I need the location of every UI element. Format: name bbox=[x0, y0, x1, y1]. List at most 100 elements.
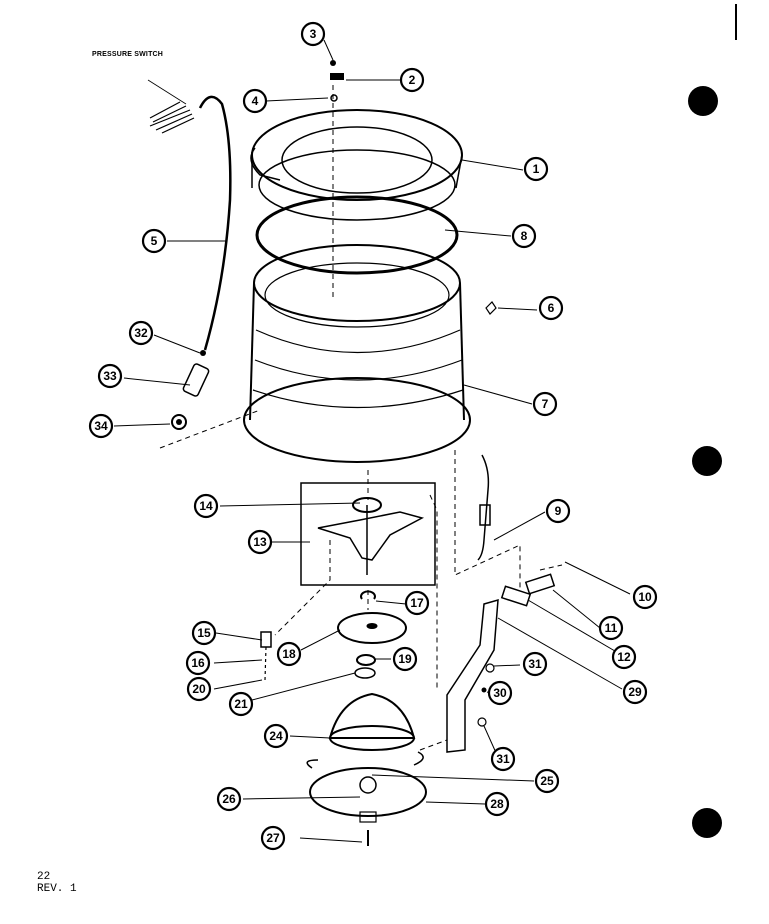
washer bbox=[356, 654, 376, 666]
pressure-switch-icon bbox=[147, 79, 195, 134]
callout-number: 13 bbox=[253, 535, 267, 549]
callout-6: 6 bbox=[538, 295, 564, 321]
callout-14: 14 bbox=[193, 493, 219, 519]
callout-number: 29 bbox=[628, 685, 642, 699]
callout-number: 27 bbox=[266, 831, 280, 845]
callout-17: 17 bbox=[404, 590, 430, 616]
clip-bracket bbox=[260, 631, 272, 648]
callout-16: 16 bbox=[185, 650, 211, 676]
callout-28: 30 bbox=[487, 680, 513, 706]
page-footer: 22 REV. 1 bbox=[37, 871, 77, 895]
spring-clip bbox=[479, 504, 491, 526]
revision-label: REV. 1 bbox=[37, 883, 77, 895]
callout-19: 19 bbox=[392, 646, 418, 672]
base-plate bbox=[306, 751, 427, 823]
callout-27: 29 bbox=[622, 679, 648, 705]
screw-30 bbox=[481, 687, 487, 693]
clip-rod bbox=[264, 646, 267, 681]
callout-25: 27 bbox=[260, 825, 286, 851]
screw-3 bbox=[330, 60, 336, 66]
callout-number: 2 bbox=[409, 73, 416, 87]
binder-hole-top bbox=[688, 86, 718, 116]
callout-number: 6 bbox=[548, 301, 555, 315]
screw-2-icon bbox=[330, 73, 344, 80]
callout-24: 26 bbox=[216, 786, 242, 812]
callout-number: 21 bbox=[234, 697, 248, 711]
callout-7: 7 bbox=[532, 391, 558, 417]
tub-cover bbox=[250, 109, 463, 221]
callout-20: 20 bbox=[186, 676, 212, 702]
washer-4 bbox=[330, 94, 338, 102]
callout-number: 31 bbox=[496, 752, 510, 766]
callout-number: 10 bbox=[638, 590, 652, 604]
callout-number: 14 bbox=[199, 499, 213, 513]
callout-number: 5 bbox=[151, 234, 158, 248]
support-leg bbox=[446, 598, 499, 753]
callout-11: 11 bbox=[598, 615, 624, 641]
callout-number: 34 bbox=[94, 419, 108, 433]
binder-hole-bottom bbox=[692, 808, 722, 838]
callout-number: 17 bbox=[410, 596, 424, 610]
outer-tub bbox=[243, 244, 471, 463]
callout-number: 9 bbox=[555, 504, 562, 518]
hose-grommet-inner bbox=[176, 419, 182, 425]
callout-29: 31 bbox=[522, 651, 548, 677]
callout-number: 19 bbox=[398, 652, 412, 666]
pressure-hose bbox=[198, 95, 232, 351]
callout-13: 13 bbox=[247, 529, 273, 555]
callout-number: 30 bbox=[493, 686, 507, 700]
callout-number: 1 bbox=[533, 162, 540, 176]
callout-number: 15 bbox=[197, 626, 211, 640]
callout-3: 3 bbox=[300, 21, 326, 47]
tub-mounting-bracket bbox=[317, 497, 425, 575]
callout-23: 25 bbox=[534, 768, 560, 794]
callout-number: 28 bbox=[490, 797, 504, 811]
callout-number: 7 bbox=[542, 397, 549, 411]
callout-number: 33 bbox=[103, 369, 117, 383]
callout-26: 28 bbox=[484, 791, 510, 817]
callout-9: 9 bbox=[545, 498, 571, 524]
hose-connector bbox=[182, 363, 210, 397]
hose-clamp bbox=[200, 350, 206, 356]
callout-number: 26 bbox=[222, 792, 236, 806]
callout-32: 33 bbox=[97, 363, 123, 389]
tub-seal-ring bbox=[255, 195, 459, 275]
nut-31-lower bbox=[477, 717, 487, 727]
callout-30: 31 bbox=[490, 746, 516, 772]
callout-12: 12 bbox=[611, 644, 637, 670]
callout-18: 18 bbox=[276, 641, 302, 667]
callout-number: 18 bbox=[282, 647, 296, 661]
callout-5: 5 bbox=[141, 228, 167, 254]
callout-number: 24 bbox=[269, 729, 283, 743]
callout-4: 4 bbox=[242, 88, 268, 114]
callout-2: 2 bbox=[399, 67, 425, 93]
binder-hole-middle bbox=[692, 446, 722, 476]
callout-10: 10 bbox=[632, 584, 658, 610]
gearcase-cover bbox=[328, 692, 416, 751]
tub-clip bbox=[485, 301, 497, 315]
callout-8: 8 bbox=[511, 223, 537, 249]
callout-number: 11 bbox=[605, 621, 618, 635]
leg-bracket-outer bbox=[524, 573, 556, 595]
pulley bbox=[337, 612, 407, 644]
leader-lines bbox=[113, 39, 631, 843]
callout-31: 32 bbox=[128, 320, 154, 346]
callout-number: 16 bbox=[191, 656, 205, 670]
pressure-switch-label: PRESSURE SWITCH bbox=[92, 51, 164, 58]
callout-33: 34 bbox=[88, 413, 114, 439]
callout-number: 25 bbox=[540, 774, 554, 788]
page-number: 22 bbox=[37, 871, 51, 883]
callout-number: 12 bbox=[617, 650, 631, 664]
callout-number: 3 bbox=[310, 27, 317, 41]
callout-15: 15 bbox=[191, 620, 217, 646]
callout-number: 31 bbox=[528, 657, 542, 671]
hub-nut bbox=[354, 667, 376, 679]
callout-22: 24 bbox=[263, 723, 289, 749]
assembly-guide-lines bbox=[159, 85, 563, 751]
suspension-spring bbox=[477, 454, 490, 561]
callout-number: 8 bbox=[521, 229, 528, 243]
nut-31-upper bbox=[485, 663, 495, 673]
